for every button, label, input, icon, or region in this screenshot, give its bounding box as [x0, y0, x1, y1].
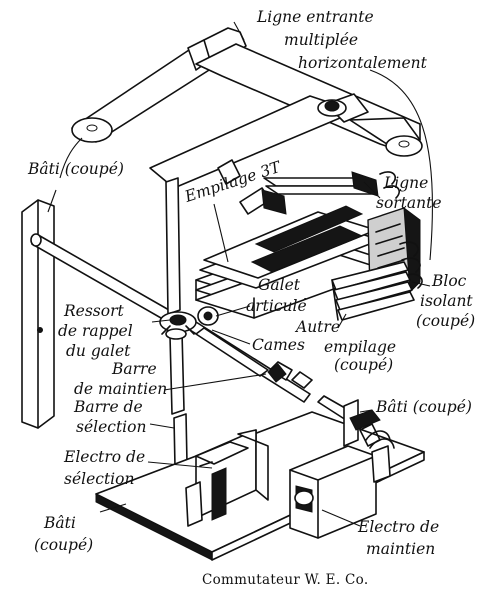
leader-lines — [47, 21, 434, 527]
holding-electromagnet — [289, 399, 395, 539]
label-ressort-2: de rappel — [58, 322, 133, 340]
label-bati-bottom-1: Bâti — [43, 514, 76, 532]
label-electro-selection-1: Electro de — [63, 448, 145, 466]
label-bloc-2: isolant — [420, 292, 473, 310]
label-galet-1: Galet — [258, 276, 301, 294]
top-frame — [71, 27, 423, 189]
selection-electromagnet — [185, 429, 269, 527]
label-ligne-entrante-2: multiplée — [284, 31, 358, 49]
label-electro-selection-2: sélection — [64, 470, 134, 488]
label-barre-maintien-1: Barre — [111, 360, 157, 378]
label-barre-selection-1: Barre de — [73, 398, 143, 416]
label-ligne-sortante-2: sortante — [376, 194, 442, 212]
label-barre-selection-2: sélection — [76, 418, 146, 436]
label-ressort-3: du galet — [66, 342, 131, 360]
label-ressort-1: Ressort — [63, 302, 124, 320]
label-bloc-3: (coupé) — [416, 312, 475, 330]
other-stack — [331, 261, 415, 321]
label-autre-3: (coupé) — [334, 356, 393, 374]
label-bati-top: Bâti (coupé) — [27, 160, 124, 178]
label-electro-maintien-1: Electro de — [357, 518, 439, 536]
label-bati-right: Bâti (coupé) — [375, 398, 472, 416]
label-barre-maintien-2: de maintien — [74, 380, 167, 398]
holding-bar-rod — [195, 327, 313, 389]
label-ligne-sortante-1: Ligne — [383, 174, 428, 192]
label-galet-2: articulé — [246, 297, 307, 315]
label-bloc-1: Bloc — [431, 272, 467, 290]
label-autre-1: Autre — [294, 318, 340, 336]
label-cames: Cames — [252, 336, 305, 354]
figure-caption: Commutateur W. E. Co. — [202, 572, 368, 588]
label-ligne-entrante-3: horizontalement — [298, 54, 428, 72]
label-ligne-entrante-1: Ligne entrante — [256, 8, 374, 26]
label-electro-maintien-2: maintien — [366, 540, 435, 558]
label-bati-bottom-2: (coupé) — [34, 536, 93, 554]
label-autre-2: empilage — [324, 338, 396, 356]
